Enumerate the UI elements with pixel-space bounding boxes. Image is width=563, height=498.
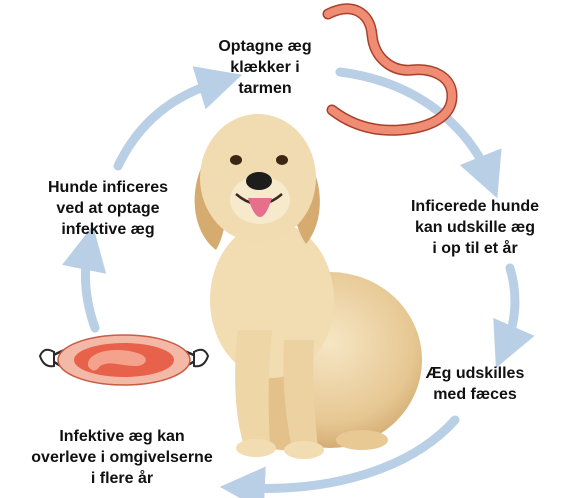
- arrow-right-to-feces: [506, 268, 515, 345]
- step-left-label: Hunde inficeres ved at optage infektive …: [18, 177, 198, 240]
- step-bottom-label: Infektive æg kan overleve i omgivelserne…: [2, 426, 242, 489]
- step-right-label: Inficerede hunde kan udskille æg i op ti…: [390, 196, 560, 259]
- step-right-lower-label: Æg udskilles med fæces: [405, 363, 545, 405]
- egg-icon: [40, 335, 208, 385]
- arrow-bottom-to-left: [85, 250, 95, 328]
- step-top-label: Optagne æg klækker i tarmen: [190, 36, 340, 99]
- dog-image: [195, 114, 422, 459]
